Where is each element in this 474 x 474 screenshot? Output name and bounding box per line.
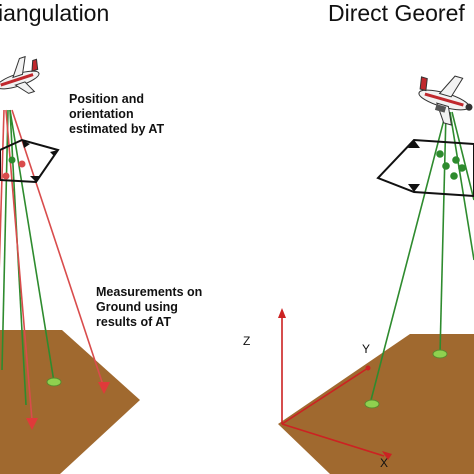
right-panel bbox=[278, 75, 474, 474]
left-frame-point-1 bbox=[8, 156, 16, 164]
ray-green-1 bbox=[1, 109, 9, 371]
right-camera-frame bbox=[376, 138, 474, 198]
left-panel-title: iangulation bbox=[0, 0, 110, 26]
left-ground-arrow-red-1 bbox=[98, 382, 110, 394]
right-ground-point-2 bbox=[432, 349, 448, 359]
note-line: Ground using bbox=[96, 300, 178, 314]
left-frame-point-2 bbox=[18, 160, 26, 168]
airplane-icon bbox=[418, 75, 473, 126]
left-ground-point-green bbox=[46, 377, 62, 387]
position-orientation-note: Position and orientation estimated by AT bbox=[69, 92, 164, 137]
left-frame-point-3 bbox=[2, 172, 10, 180]
axis-x bbox=[281, 423, 385, 457]
ray-right-2 bbox=[439, 111, 447, 355]
axis-y-point bbox=[365, 365, 371, 371]
left-ground-plane bbox=[0, 330, 140, 474]
note-line: orientation bbox=[69, 107, 134, 121]
right-frame-corner-2 bbox=[408, 184, 420, 192]
axis-x-label: X bbox=[380, 456, 389, 470]
ground-measurements-note: Measurements on Ground using results of … bbox=[96, 285, 202, 330]
left-panel bbox=[0, 55, 140, 474]
left-camera-frame bbox=[0, 138, 60, 184]
left-frame-corner-1 bbox=[22, 140, 30, 148]
right-panel-title: Direct Georef bbox=[328, 0, 465, 26]
right-frame-point-5 bbox=[450, 172, 458, 180]
coordinate-axes bbox=[278, 308, 392, 460]
right-frame-point-3 bbox=[442, 162, 450, 170]
ray-red-3 bbox=[0, 109, 5, 269]
right-ground-point-1 bbox=[364, 399, 380, 409]
note-line: Measurements on bbox=[96, 285, 203, 299]
ray-right-1 bbox=[369, 111, 447, 405]
ray-right-4 bbox=[451, 111, 474, 201]
axis-arrow-icon-z bbox=[278, 308, 286, 318]
left-frame-corner-3 bbox=[30, 176, 40, 182]
right-frame-point-4 bbox=[458, 164, 466, 172]
right-frame-corner-1 bbox=[408, 140, 420, 148]
axis-y bbox=[281, 367, 369, 425]
note-line: results of AT bbox=[96, 315, 172, 329]
left-frame-corner-2 bbox=[50, 150, 58, 156]
ray-right-3 bbox=[449, 111, 474, 261]
right-frame-point-1 bbox=[436, 150, 444, 158]
ray-green-2 bbox=[9, 109, 55, 383]
airplane-icon bbox=[0, 55, 40, 94]
right-rays bbox=[369, 111, 474, 405]
ray-red-1 bbox=[11, 109, 105, 389]
axis-z-label: Z bbox=[243, 334, 251, 348]
right-frame-point-2 bbox=[452, 156, 460, 164]
note-line: Position and bbox=[69, 92, 144, 106]
axis-arrow-icon-x bbox=[382, 451, 392, 460]
left-ground-arrow-red-2 bbox=[26, 418, 38, 430]
axis-y-label: Y bbox=[362, 342, 371, 356]
note-line: estimated by AT bbox=[69, 122, 165, 136]
